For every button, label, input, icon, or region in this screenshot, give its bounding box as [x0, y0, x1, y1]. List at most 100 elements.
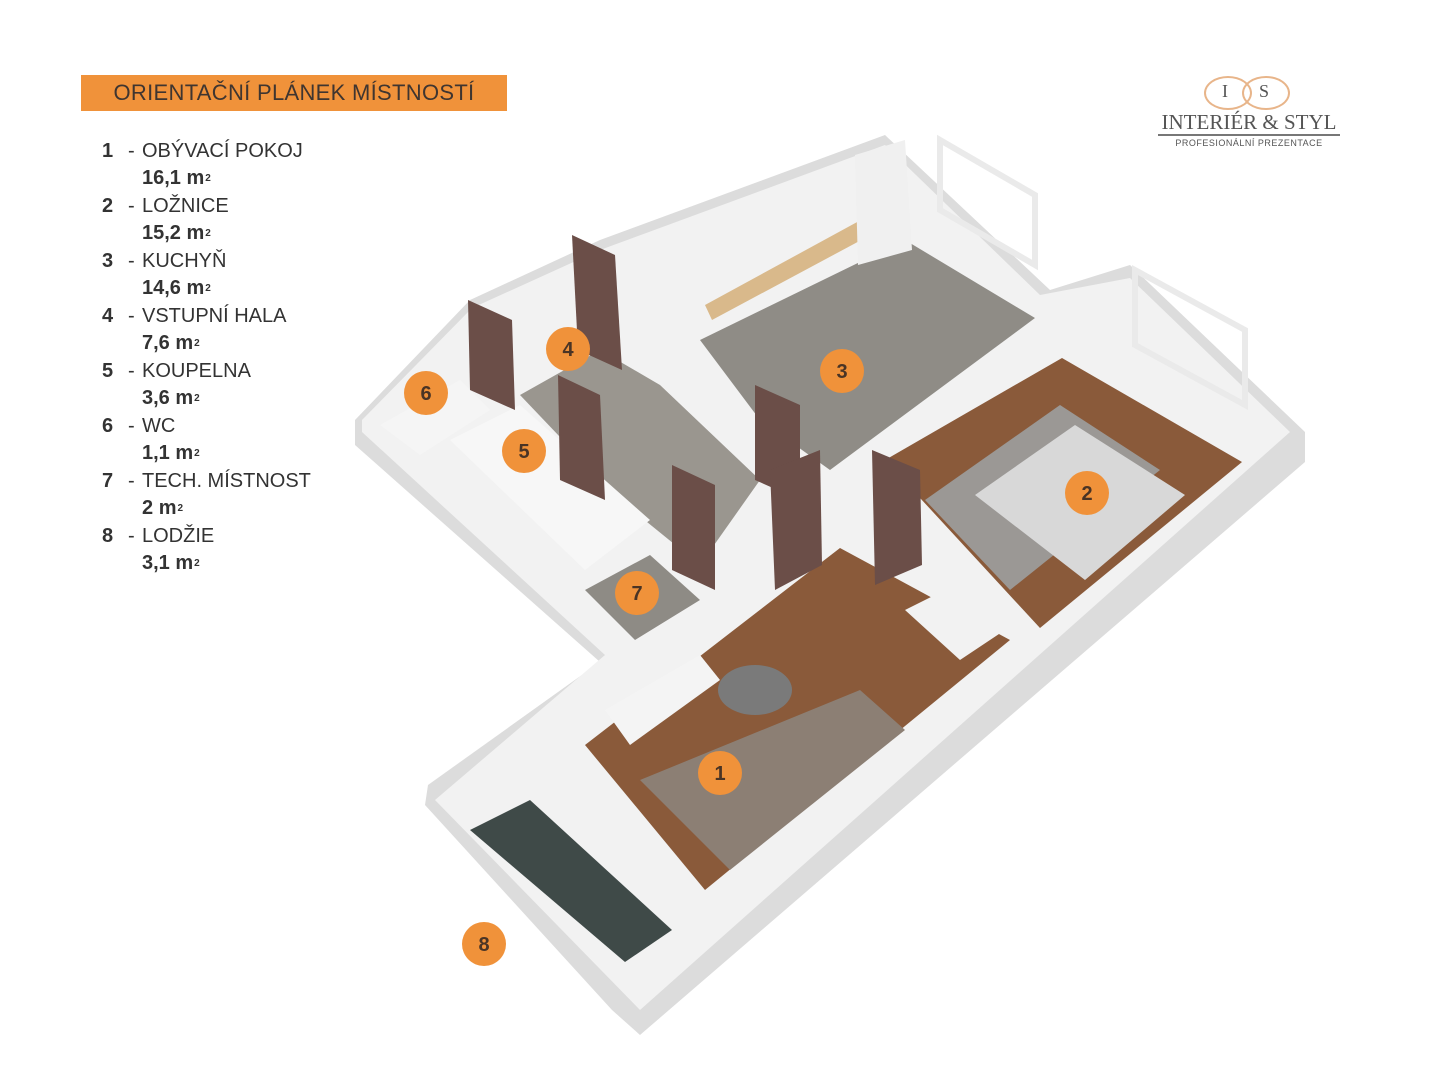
room-marker-6: 6 [404, 371, 448, 415]
marker-circle [698, 751, 742, 795]
window-kitchen [937, 134, 1038, 271]
door [558, 375, 605, 500]
marker-number: 2 [1081, 483, 1092, 505]
tv-unit [605, 655, 720, 745]
company-logo: I S INTERIÉR & STYL PROFESIONÁLNÍ PREZEN… [1158, 74, 1340, 148]
room-name: LODŽIE [142, 524, 215, 547]
area-unit-exp: 2 [177, 503, 184, 514]
doors [468, 235, 922, 590]
door [468, 300, 515, 410]
marker-circle [502, 429, 546, 473]
logo-monogram: I S [1158, 74, 1340, 110]
area-unit: m [175, 387, 194, 409]
room-number: 3 [102, 249, 114, 272]
dash: - [128, 139, 135, 162]
room-number: 8 [102, 524, 114, 547]
room-name: TECH. MÍSTNOST [142, 469, 311, 492]
area-unit-exp: 2 [205, 228, 211, 239]
wc-floor [380, 380, 490, 455]
area-value: 7,6 [142, 332, 170, 354]
logo-tagline: PROFESIONÁLNÍ PREZENTACE [1175, 138, 1323, 148]
area-value: 3,1 [142, 552, 170, 574]
marker-number: 1 [714, 763, 725, 785]
marker-number: 6 [420, 383, 431, 405]
area-unit-exp: 2 [205, 283, 211, 294]
room-name: KUCHYŇ [142, 249, 227, 272]
room-marker-5: 5 [502, 429, 546, 473]
marker-number: 5 [518, 441, 529, 463]
room-number: 2 [102, 194, 114, 217]
door [872, 450, 922, 585]
dash: - [128, 359, 135, 382]
area-unit-exp: 2 [194, 393, 200, 404]
logo-brand: INTERIÉR & STYL [1158, 110, 1340, 136]
marker-number: 7 [631, 583, 642, 605]
door [672, 465, 715, 590]
area-unit-exp: 2 [205, 173, 211, 184]
area-value: 1,1 [142, 442, 170, 464]
marker-circle [404, 371, 448, 415]
dash: - [128, 414, 135, 437]
area-unit: m [175, 552, 194, 574]
room-marker-2: 2 [1065, 471, 1109, 515]
marker-circle [820, 349, 864, 393]
room-number: 6 [102, 414, 114, 437]
room-marker-8: 8 [462, 922, 506, 966]
area-value: 3,6 [142, 387, 170, 409]
dash: - [128, 524, 135, 547]
room-marker-4: 4 [546, 327, 590, 371]
marker-circle [546, 327, 590, 371]
marker-number: 4 [562, 339, 574, 361]
marker-circle [462, 922, 506, 966]
area-unit-exp: 2 [194, 448, 200, 459]
area-unit: m [186, 222, 205, 244]
logo-letter-s: S [1259, 81, 1270, 101]
area-value: 2 [142, 497, 154, 519]
marker-number: 8 [478, 934, 489, 956]
room-name: OBÝVACÍ POKOJ [142, 139, 303, 162]
room-number: 4 [102, 304, 114, 327]
dash: - [128, 249, 135, 272]
room-name: VSTUPNÍ HALA [142, 304, 287, 327]
area-value: 15,2 [142, 222, 181, 244]
area-unit: m [175, 332, 194, 354]
room-marker-7: 7 [615, 571, 659, 615]
area-unit: m [175, 442, 194, 464]
room-number: 1 [102, 139, 114, 162]
loggia-floor [470, 800, 672, 962]
room-number: 7 [102, 469, 114, 492]
area-value: 14,6 [142, 277, 181, 299]
dash: - [128, 304, 135, 327]
area-unit: m [186, 277, 205, 299]
area-unit-exp: 2 [194, 558, 200, 569]
door [770, 450, 822, 590]
room-marker-3: 3 [820, 349, 864, 393]
area-value: 16,1 [142, 167, 181, 189]
room-name: WC [142, 414, 176, 437]
dash: - [128, 469, 135, 492]
room-name: KOUPELNA [142, 359, 251, 382]
plan-title-banner: ORIENTAČNÍ PLÁNEK MÍSTNOSTÍ [81, 75, 507, 111]
fridge [855, 140, 912, 265]
window-bedroom [1132, 264, 1248, 411]
marker-circle [1065, 471, 1109, 515]
area-unit-exp: 2 [194, 338, 200, 349]
marker-circle [615, 571, 659, 615]
bathroom-floor [450, 405, 650, 570]
